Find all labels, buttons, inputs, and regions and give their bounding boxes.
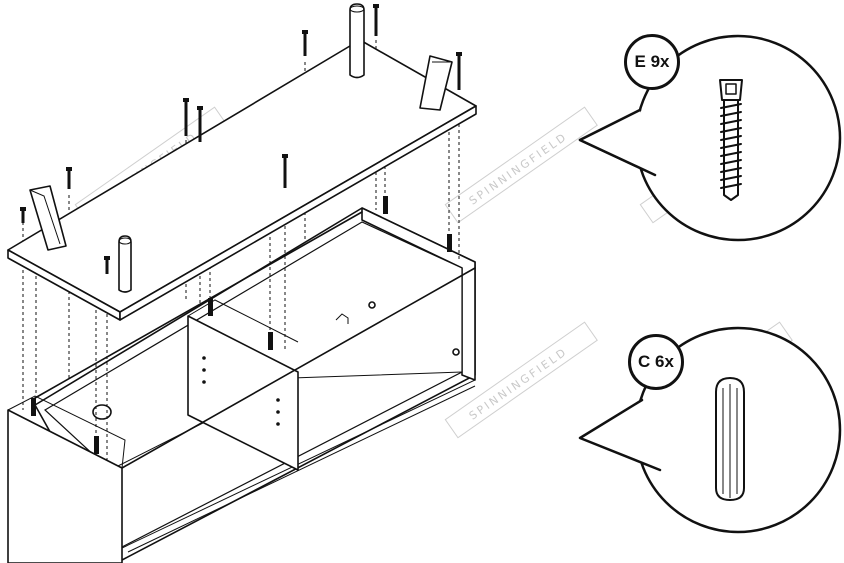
part-letter: C: [638, 352, 651, 371]
cylinder-leg: [349, 3, 365, 79]
callout-label-screw: E 9x: [624, 34, 680, 90]
callout-dowel: [578, 326, 842, 534]
screw: [66, 167, 72, 189]
dowel-icon: [715, 377, 745, 501]
screw: [183, 98, 189, 136]
dowel-peg: [94, 436, 99, 454]
part-quantity: 9x: [650, 52, 670, 71]
screw: [282, 154, 288, 188]
watermark: SPINNINGFIELD: [444, 106, 598, 224]
screw: [456, 52, 462, 90]
dowel-peg: [383, 196, 388, 214]
dowel-peg: [447, 234, 452, 252]
cabinet-body: [7, 207, 476, 563]
screw: [20, 207, 26, 223]
dowel-peg: [268, 332, 273, 350]
dowel-peg: [208, 298, 213, 316]
top-screws: [20, 4, 462, 274]
callout-label-dowel: C 6x: [628, 334, 684, 390]
cylinder-leg: [118, 235, 132, 293]
screw: [197, 106, 203, 142]
svg-text:SPINNINGFIELD: SPINNINGFIELD: [467, 130, 570, 208]
angled-leg: [29, 185, 67, 251]
screw: [302, 30, 308, 56]
screw-icon: [719, 79, 743, 201]
part-letter: E: [634, 52, 646, 71]
dowel-peg: [31, 398, 36, 416]
part-quantity: 6x: [655, 352, 674, 371]
screw: [373, 4, 379, 36]
callout-screw: [578, 34, 842, 242]
legs: [29, 3, 453, 293]
body-dowels: [31, 196, 452, 454]
svg-text:SPINNINGFIELD: SPINNINGFIELD: [467, 345, 570, 423]
screw: [104, 256, 110, 274]
angled-leg: [419, 55, 453, 111]
